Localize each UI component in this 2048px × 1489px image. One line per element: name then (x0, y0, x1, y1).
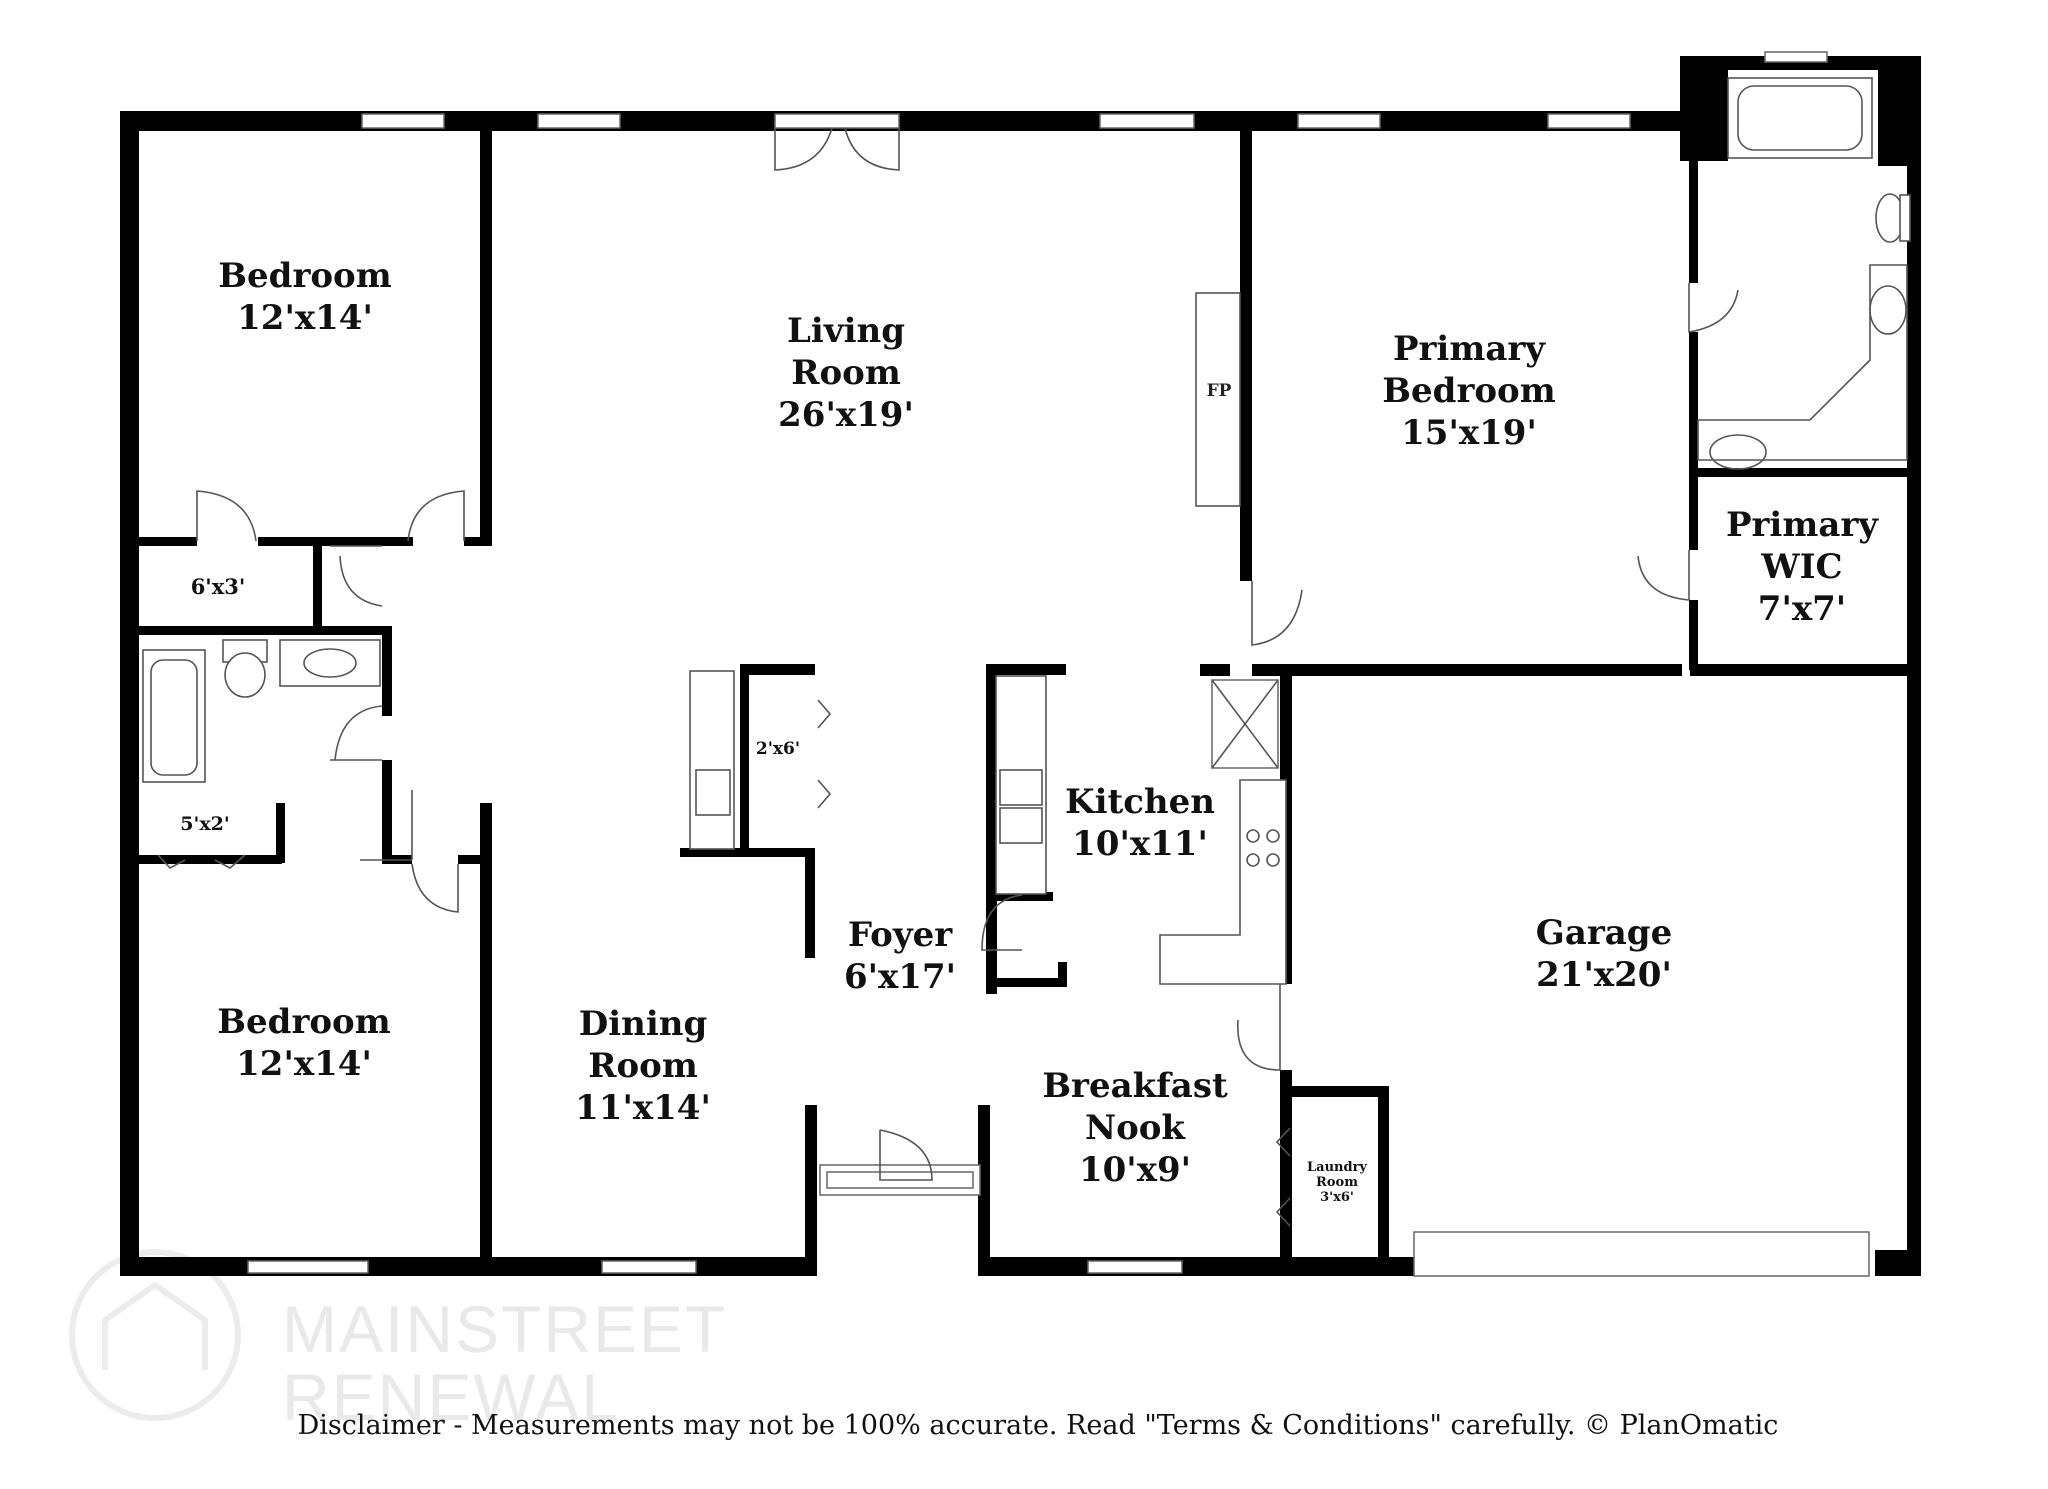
doors (157, 113, 1739, 1227)
living-room-size: 26'x19' (778, 395, 914, 435)
bedroom-bottom-size: 12'x14' (236, 1044, 372, 1084)
dining-room-name1: Dining (579, 1004, 708, 1044)
primary-wic-size: 7'x7' (1758, 589, 1846, 629)
laundry-room-size: 3'x6' (1320, 1190, 1354, 1205)
room-labels: Bedroom 12'x14' Living Room 26'x19' FP P… (180, 256, 1879, 1205)
bedroom-top-size: 12'x14' (237, 298, 373, 338)
bedroom-top-name: Bedroom (218, 256, 391, 296)
kitchen-size: 10'x11' (1072, 824, 1208, 864)
closet-a-size: 6'x3' (191, 574, 246, 599)
closet-c-size: 2'x6' (756, 739, 800, 759)
laundry-room-name2: Room (1316, 1175, 1358, 1190)
watermark-line2: RENEWAL (282, 1360, 620, 1434)
exterior-walls (120, 56, 1921, 1276)
living-room-name1: Living (787, 311, 905, 351)
closet-b-size: 5'x2' (180, 813, 229, 835)
primary-bedroom-size: 15'x19' (1401, 413, 1537, 453)
breakfast-nook-name1: Breakfast (1042, 1066, 1228, 1106)
laundry-room-name1: Laundry (1307, 1160, 1367, 1175)
breakfast-nook-name2: Nook (1085, 1108, 1186, 1148)
foyer-size: 6'x17' (844, 957, 956, 997)
primary-bedroom-name1: Primary (1393, 329, 1546, 369)
primary-wic-name1: Primary (1726, 505, 1879, 545)
mainstreet-watermark-logo: MAINSTREET RENEWAL (69, 1249, 727, 1434)
bedroom-bottom-name: Bedroom (217, 1002, 390, 1042)
garage-size: 21'x20' (1536, 955, 1672, 995)
primary-bedroom-name2: Bedroom (1382, 371, 1555, 411)
watermark-line1: MAINSTREET (282, 1292, 727, 1366)
fixtures (142, 77, 1911, 985)
living-room-name2: Room (791, 353, 901, 393)
garage-name: Garage (1536, 913, 1672, 953)
foyer-name: Foyer (848, 915, 953, 955)
interior-walls (139, 131, 1921, 1275)
dining-room-name2: Room (588, 1046, 698, 1086)
breakfast-nook-size: 10'x9' (1079, 1150, 1191, 1190)
fireplace-label: FP (1207, 381, 1232, 401)
primary-wic-name2: WIC (1760, 547, 1842, 587)
kitchen-name: Kitchen (1065, 782, 1215, 822)
dining-room-size: 11'x14' (575, 1088, 711, 1128)
disclaimer-text: Disclaimer - Measurements may not be 100… (298, 1410, 1779, 1441)
